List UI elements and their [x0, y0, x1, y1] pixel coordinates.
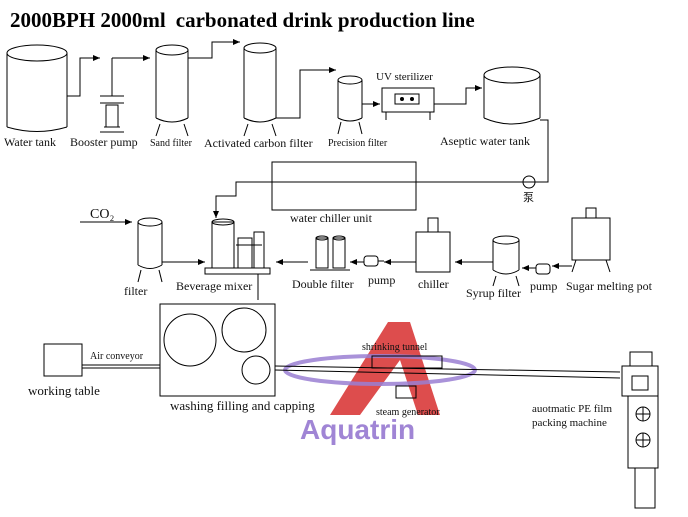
double-filter [310, 236, 350, 270]
label-air-conveyor: Air conveyor [90, 351, 144, 362]
water-tank [7, 45, 67, 132]
chiller [416, 218, 450, 272]
label-syrup-filter: Syrup filter [466, 286, 521, 300]
syrup-filter [493, 236, 519, 286]
beverage-mixer [205, 219, 270, 300]
label-water-chiller-unit: water chiller unit [290, 211, 372, 225]
activated-carbon-filter [244, 43, 276, 136]
title-part1: 2000BPH 2000ml [10, 8, 166, 32]
label-water-tank: Water tank [4, 135, 57, 149]
flow-lines [67, 39, 620, 378]
washing-filling-capping-machine [160, 304, 275, 396]
uv-sterilizer [382, 88, 434, 120]
label-shrinking-tunnel: shrinking tunnel [362, 342, 428, 353]
water-chiller-unit [272, 162, 416, 210]
co2-filter [138, 218, 162, 282]
pump-b [536, 264, 550, 274]
label-sand-filter: Sand filter [150, 138, 192, 149]
working-table-box [44, 344, 82, 376]
label-booster-pump: Booster pump [70, 135, 138, 149]
steam-generator [396, 386, 416, 398]
label-aseptic-water-tank: Aseptic water tank [440, 134, 530, 148]
sugar-melting-pot [572, 208, 610, 272]
label-uv-sterilizer: UV sterilizer [376, 71, 433, 83]
title-part2: carbonated drink production line [175, 8, 475, 32]
label-filter: filter [124, 284, 148, 298]
label-chiller: chiller [418, 277, 449, 291]
packing-machine [622, 352, 658, 508]
watermark-brand: Aquatrin [300, 414, 416, 445]
label-packing-machine: auotmatic PE film packing machine [532, 403, 613, 429]
label-co2: CO₂ [90, 207, 115, 222]
page-title: 2000BPH 2000ml carbonated drink productio… [10, 8, 475, 33]
label-steam-generator: steam generator [376, 407, 440, 418]
label-pump-chinese: 泵 [523, 191, 534, 204]
precision-filter [338, 76, 362, 134]
label-precision-filter: Precision filter [328, 138, 388, 149]
aseptic-pump [518, 176, 540, 188]
label-activated-carbon-filter: Activated carbon filter [204, 136, 313, 150]
label-double-filter: Double filter [292, 277, 354, 291]
label-sugar-melting-pot: Sugar melting pot [566, 279, 652, 293]
sand-filter [156, 45, 188, 136]
label-pump-b: pump [530, 279, 558, 293]
label-pump-a: pump [368, 273, 396, 287]
label-washing-filling-capping: washing filling and capping [170, 398, 315, 413]
label-beverage-mixer: Beverage mixer [176, 279, 253, 293]
label-working-table: working table [28, 383, 100, 398]
pump-a [364, 256, 384, 266]
aseptic-water-tank [484, 67, 540, 124]
booster-pump [100, 96, 124, 132]
